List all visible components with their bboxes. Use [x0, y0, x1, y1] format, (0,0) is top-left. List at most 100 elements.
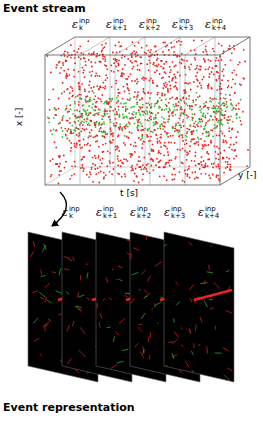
event-dot [221, 45, 223, 47]
event-dot [120, 45, 122, 47]
event-dot [83, 156, 85, 158]
event-dot [202, 51, 204, 53]
event-dot [77, 95, 79, 97]
event-dot [216, 80, 218, 82]
event-dot [97, 97, 99, 99]
event-dot [71, 175, 73, 177]
event-dot [172, 127, 174, 129]
event-dot [149, 51, 151, 53]
symbol-letter: ε [139, 18, 145, 31]
event-dot [59, 163, 61, 165]
event-dot [131, 113, 133, 115]
event-dot [136, 176, 138, 178]
event-dot [218, 165, 220, 167]
event-dot [118, 64, 120, 66]
event-dot [130, 60, 132, 62]
event-dot [171, 47, 173, 49]
event-dot [215, 113, 217, 115]
event-dot [165, 61, 167, 63]
event-dot [216, 174, 218, 176]
event-dot [191, 119, 193, 121]
event-dot [217, 153, 219, 155]
event-dot [231, 72, 233, 74]
event-dot [155, 46, 157, 48]
event-dot [224, 64, 226, 66]
event-dot [119, 92, 121, 94]
frame-symbol: εinpk+2 [139, 18, 160, 32]
event-dot [216, 65, 218, 67]
event-dot [138, 156, 140, 158]
event-dot [232, 121, 234, 123]
event-dots [47, 40, 249, 185]
event-dot [103, 103, 105, 105]
event-dot [141, 47, 143, 49]
event-dot [203, 128, 205, 130]
event-dot [56, 163, 58, 165]
event-dot [159, 124, 161, 126]
event-dot [148, 128, 150, 130]
event-dot [171, 112, 173, 114]
event-dot [112, 133, 114, 135]
event-dot [199, 110, 201, 112]
event-dot [186, 132, 188, 134]
event-dot [152, 131, 154, 133]
event-dot [163, 83, 165, 85]
event-dot [160, 137, 162, 139]
event-dot [194, 68, 196, 70]
event-dot [69, 92, 71, 94]
event-dot [118, 64, 120, 66]
event-dot [108, 102, 110, 104]
event-dot [155, 164, 157, 166]
event-dot [139, 166, 141, 168]
event-dot [163, 145, 165, 147]
event-dot [154, 105, 156, 107]
event-dot [116, 59, 118, 61]
event-dot [246, 165, 248, 167]
event-dot [64, 167, 66, 169]
event-dot [195, 155, 197, 157]
event-dot [218, 102, 220, 104]
event-dot [121, 57, 123, 59]
event-dot [231, 149, 233, 151]
event-dot [180, 126, 182, 128]
event-dot [88, 150, 90, 152]
event-dot [163, 175, 165, 177]
event-dot [153, 121, 155, 123]
event-dot [173, 104, 175, 106]
event-dot [48, 99, 50, 101]
event-dot [239, 83, 241, 85]
event-dot [188, 98, 190, 100]
event-dot [112, 52, 114, 54]
event-dot [173, 168, 175, 170]
event-dot [92, 114, 94, 116]
event-dot [147, 136, 149, 138]
event-dot [117, 155, 119, 157]
event-dot [207, 165, 209, 167]
event-dot [165, 162, 167, 164]
event-dot [212, 130, 214, 132]
event-dot [127, 58, 129, 60]
event-dot [125, 108, 127, 110]
event-dot [138, 125, 140, 127]
event-dot [61, 119, 63, 121]
event-dot [222, 157, 224, 159]
event-dot [170, 135, 172, 137]
event-dot [189, 69, 191, 71]
event-dot [74, 62, 76, 64]
event-dot [69, 74, 71, 76]
event-dot [229, 163, 231, 165]
event-dot [184, 65, 186, 67]
event-dot [160, 153, 162, 155]
event-dot [161, 95, 163, 97]
event-dot [83, 129, 85, 131]
event-dot [142, 106, 144, 108]
event-dot [76, 51, 78, 53]
event-dot [135, 116, 137, 118]
event-dot [194, 126, 196, 128]
event-dot [207, 159, 209, 161]
event-dot [211, 87, 213, 89]
event-dot [132, 168, 134, 170]
event-dot [161, 99, 163, 101]
event-dot [55, 109, 57, 111]
event-dot [142, 143, 144, 145]
